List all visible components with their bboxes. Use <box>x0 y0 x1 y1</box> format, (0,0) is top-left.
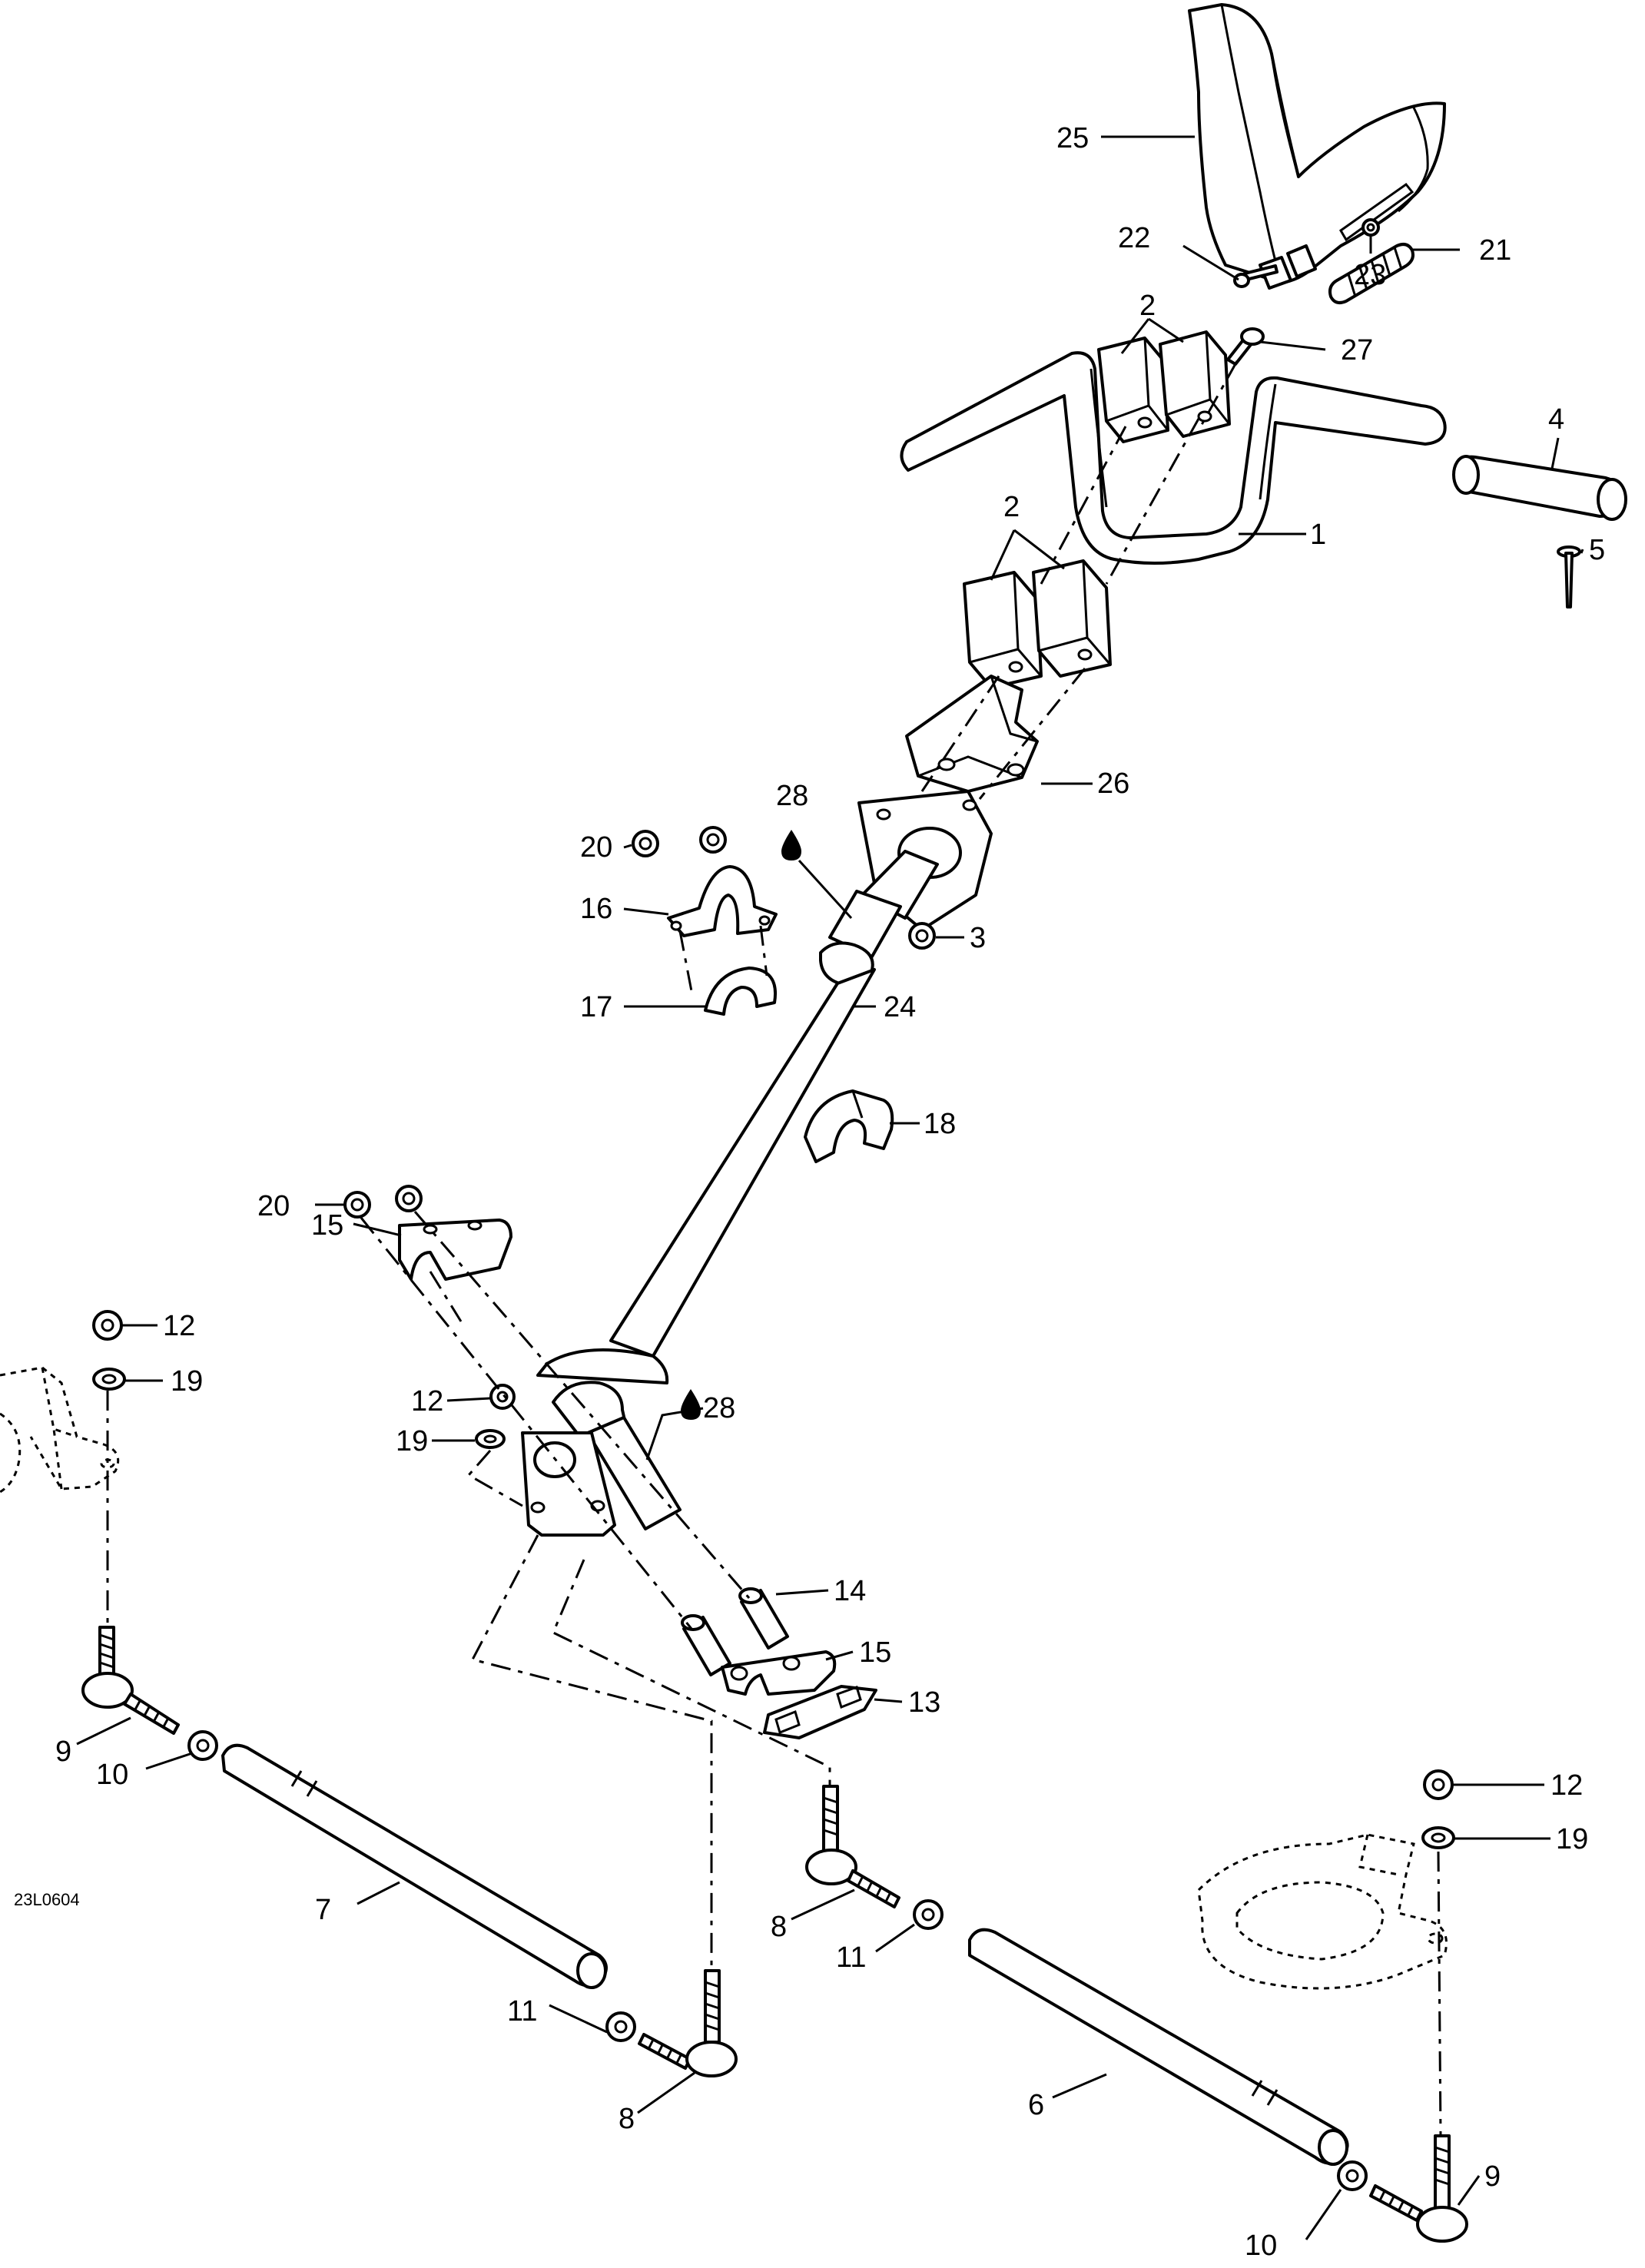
callout-14: 14 <box>834 1575 866 1607</box>
callout-25: 25 <box>1056 122 1089 154</box>
callout-20-upper: 20 <box>580 831 612 864</box>
callout-8-middle: 8 <box>771 1911 787 1943</box>
tie-rod-6 <box>968 1928 1349 2166</box>
callout-19-right: 19 <box>1556 1823 1588 1855</box>
callout-13: 13 <box>908 1686 940 1719</box>
nut-3 <box>908 922 936 950</box>
callout-5: 5 <box>1589 534 1605 566</box>
nut-12-middle <box>489 1384 516 1410</box>
callout-9-left: 9 <box>55 1736 71 1768</box>
callout-15-upper: 15 <box>311 1209 343 1242</box>
callout-12-middle: 12 <box>411 1385 443 1418</box>
callout-1: 1 <box>1310 519 1326 551</box>
nut-20-lower-left <box>343 1191 371 1219</box>
callout-15-lower: 15 <box>859 1636 891 1669</box>
sleeve-14-right <box>738 1587 789 1650</box>
spring-21 <box>1328 243 1415 304</box>
callout-23: 23 <box>1354 259 1386 291</box>
callout-27: 27 <box>1341 334 1373 366</box>
washer-19-middle <box>475 1429 506 1449</box>
clamp-lower-right <box>1032 559 1112 678</box>
nut-12-right <box>1423 1769 1454 1800</box>
callout-18: 18 <box>924 1108 956 1140</box>
callout-2-upper: 2 <box>1139 290 1156 322</box>
right-frame-bracket <box>1197 1833 1448 1990</box>
steering-column-24 <box>536 790 993 1530</box>
grip-4 <box>1452 455 1627 521</box>
callout-26: 26 <box>1097 768 1129 800</box>
clamp-upper-right <box>1159 330 1231 438</box>
diagram-code: 23L0604 <box>14 1890 80 1909</box>
callout-19-middle: 19 <box>396 1425 428 1457</box>
block-15-upper <box>398 1219 512 1281</box>
lower-steering-plate <box>521 1431 616 1537</box>
nut-11-left <box>605 2011 636 2042</box>
callout-4: 4 <box>1548 403 1564 436</box>
callout-24: 24 <box>884 991 916 1023</box>
callout-labels: 25 22 23 21 2 27 4 1 5 2 26 28 20 16 3 1… <box>14 122 1605 2262</box>
bushing-18 <box>804 1089 894 1163</box>
callout-17: 17 <box>580 991 612 1023</box>
callout-2-lower: 2 <box>1003 491 1020 523</box>
riser-26 <box>905 675 1039 793</box>
ball-joint-8-middle <box>805 1785 900 1908</box>
callout-12-left: 12 <box>163 1310 195 1342</box>
callout-9-right: 9 <box>1484 2160 1501 2193</box>
nut-11-middle <box>913 1899 944 1930</box>
sleeve-14-left <box>681 1614 731 1676</box>
handlebar-cover <box>1188 3 1446 290</box>
nut-20-upper-right <box>699 826 727 854</box>
tie-rod-7 <box>221 1743 608 1989</box>
callout-28-lower: 28 <box>703 1392 735 1424</box>
nut-10-left <box>187 1730 218 1761</box>
bolt-27 <box>1226 327 1265 366</box>
plate-13 <box>763 1685 877 1739</box>
callout-28-upper: 28 <box>776 780 808 812</box>
clamp-lower-left <box>963 571 1043 689</box>
callout-12-right: 12 <box>1550 1769 1583 1802</box>
washer-19-right <box>1421 1826 1455 1849</box>
oil-drop-icon <box>681 1389 701 1420</box>
nut-12-left <box>92 1310 123 1341</box>
washer-19-left <box>92 1368 126 1391</box>
callout-20-lower: 20 <box>257 1190 290 1222</box>
callout-16: 16 <box>580 893 612 925</box>
oil-drop-icon <box>781 830 801 860</box>
bushing-17 <box>704 967 777 1016</box>
nut-23 <box>1361 218 1380 237</box>
block-15-lower <box>721 1650 837 1696</box>
ball-joint-9-left <box>81 1626 180 1735</box>
leader-lines <box>76 135 1584 2240</box>
callout-11-middle: 11 <box>836 1941 866 1974</box>
callout-6: 6 <box>1028 2089 1044 2121</box>
ball-joint-8-left <box>638 1969 738 2077</box>
callout-21: 21 <box>1479 234 1511 267</box>
nut-10-right <box>1337 2160 1368 2191</box>
screw-22 <box>1233 264 1279 288</box>
assembly-center-lines <box>106 360 1442 2137</box>
bracket-16 <box>667 865 778 937</box>
callout-10-left: 10 <box>96 1759 128 1791</box>
callout-8-left: 8 <box>619 2103 635 2135</box>
callout-10-right: 10 <box>1245 2230 1277 2262</box>
callout-11-left: 11 <box>507 1995 537 2028</box>
callout-22: 22 <box>1118 222 1150 254</box>
handlebar <box>900 351 1447 565</box>
callout-7: 7 <box>315 1894 331 1926</box>
rivet-5 <box>1557 545 1581 608</box>
nut-20-upper-left <box>632 830 659 857</box>
callout-19-left: 19 <box>171 1365 203 1398</box>
ball-joint-9-right <box>1369 2134 1468 2243</box>
nut-20-lower-right <box>395 1185 423 1212</box>
clamp-upper-left <box>1097 337 1169 443</box>
callout-3: 3 <box>970 922 986 954</box>
